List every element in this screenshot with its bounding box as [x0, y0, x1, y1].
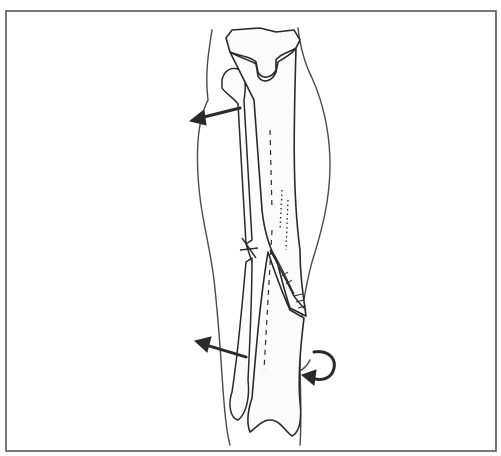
illustration-figure	[0, 0, 501, 456]
leg-fracture-diagram	[0, 0, 501, 456]
